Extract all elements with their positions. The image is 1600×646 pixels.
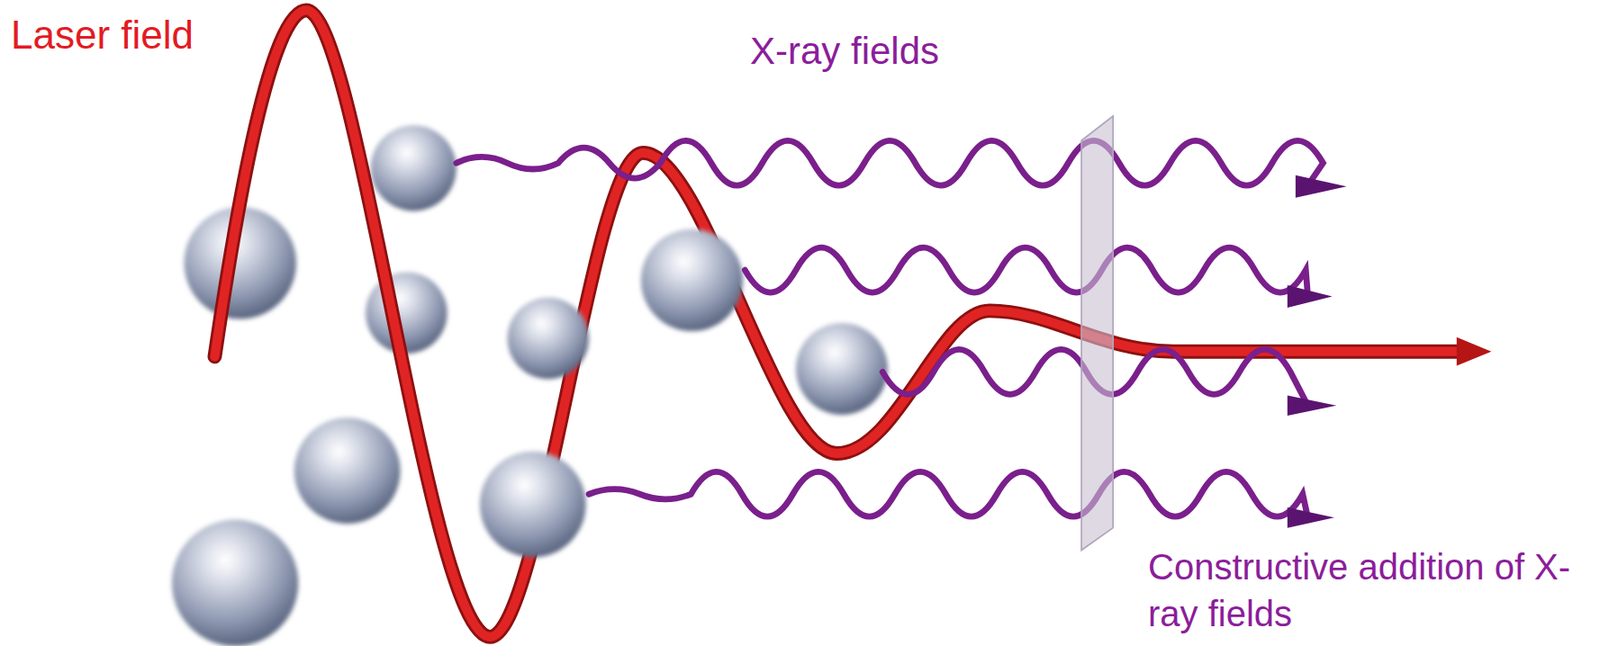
caption-label: Constructive addition of X-ray fields <box>1148 543 1572 638</box>
laser-wave <box>214 9 1461 637</box>
xray-arrowheads <box>1287 175 1347 529</box>
xray-waves <box>456 140 1324 518</box>
atoms-front <box>479 229 888 559</box>
detection-plane <box>1081 116 1113 551</box>
caption-label: X-ray fields <box>750 27 940 77</box>
caption-label: Laser field <box>10 9 194 61</box>
laser-arrowhead <box>1456 337 1492 367</box>
